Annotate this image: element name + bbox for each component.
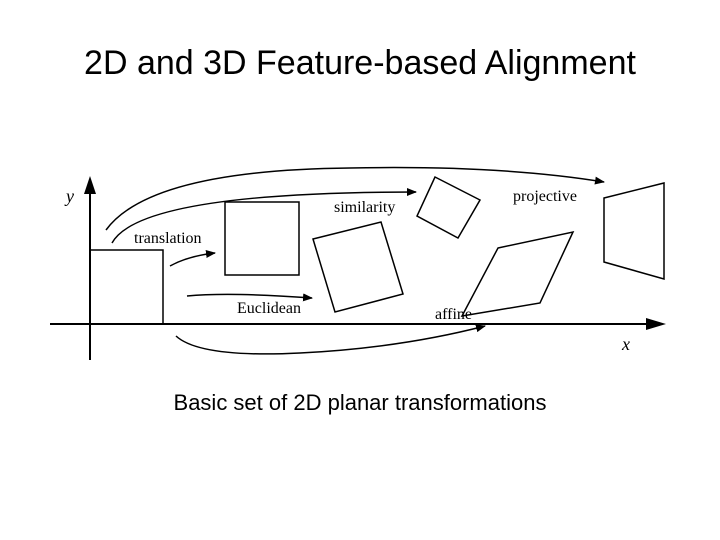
original-square [89,249,164,325]
translation-label: translation [134,230,202,247]
slide-caption: Basic set of 2D planar transformations [173,390,547,415]
affine-label: affine [435,306,472,323]
projective-arrow [105,166,605,231]
similarity-square [416,175,482,240]
affine-arrow [175,324,486,355]
slide-title: 2D and 3D Feature-based Alignment [84,44,636,82]
x-axis-arrowhead [646,318,666,330]
x-axis-label: x [621,334,630,354]
similarity-arrow [111,188,417,244]
translation-arrow [169,250,216,267]
similarity-label: similarity [334,199,395,216]
affine-parallelogram [460,230,575,317]
euclidean-arrow [186,293,313,302]
euclidean-label: Euclidean [237,300,301,317]
projective-trapezoid [603,182,665,280]
y-axis-arrowhead [84,176,96,194]
transformations-diagram: y x translation similarity projective Eu… [50,166,666,360]
translated-square [224,201,300,276]
projective-label: projective [513,188,577,205]
euclidean-square [312,221,404,313]
y-axis-label: y [64,186,74,206]
